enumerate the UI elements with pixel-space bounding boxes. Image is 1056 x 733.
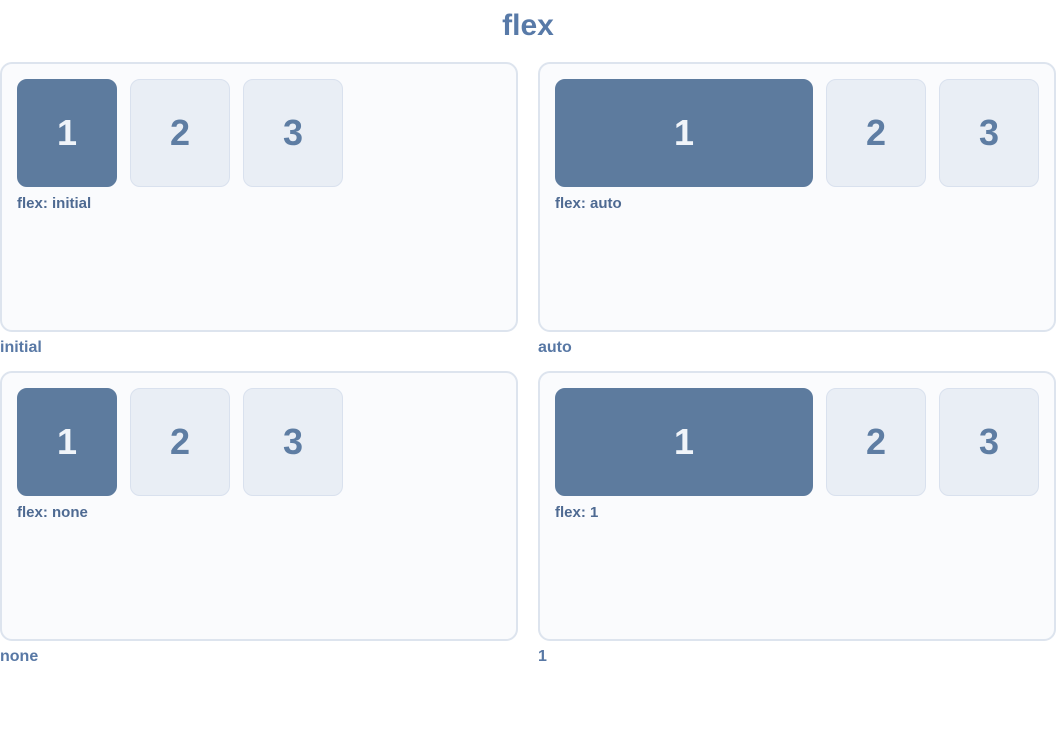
flex-item-3: 3 — [939, 388, 1039, 496]
flex-item-2: 2 — [826, 79, 926, 187]
flex-item-1: 1 — [17, 388, 117, 496]
flex-item-2: 2 — [826, 388, 926, 496]
demo-panel-none: 1 2 3 flex: none — [0, 371, 518, 641]
flex-item-1: 1 — [555, 388, 813, 496]
flex-demo-none: 1 2 3 flex: none none — [0, 371, 518, 680]
flex-value-label: flex: none — [17, 504, 88, 521]
flex-demo-auto: 1 2 3 flex: auto auto — [538, 62, 1056, 371]
flex-item-1: 1 — [555, 79, 813, 187]
panel-caption-auto: auto — [538, 339, 572, 356]
demo-grid: 1 2 3 flex: initial initial 1 2 3 flex: … — [0, 62, 1056, 680]
flex-item-2: 2 — [130, 388, 230, 496]
panel-caption-none: none — [0, 648, 39, 665]
flex-item-3: 3 — [243, 79, 343, 187]
flex-item-1: 1 — [17, 79, 117, 187]
panel-caption-1: 1 — [538, 648, 547, 665]
flex-container: 1 2 3 — [555, 388, 1039, 496]
flex-demo-1: 1 2 3 flex: 1 1 — [538, 371, 1056, 680]
flex-item-2: 2 — [130, 79, 230, 187]
flex-container: 1 2 3 — [17, 388, 501, 496]
panel-caption-initial: initial — [0, 339, 42, 356]
flex-item-3: 3 — [243, 388, 343, 496]
flex-container: 1 2 3 — [555, 79, 1039, 187]
flex-item-3: 3 — [939, 79, 1039, 187]
demo-panel-auto: 1 2 3 flex: auto — [538, 62, 1056, 332]
demo-panel-initial: 1 2 3 flex: initial — [0, 62, 518, 332]
flex-value-label: flex: initial — [17, 195, 92, 212]
flex-value-label: flex: auto — [555, 195, 622, 212]
demo-panel-1: 1 2 3 flex: 1 — [538, 371, 1056, 641]
flex-container: 1 2 3 — [17, 79, 501, 187]
flex-value-label: flex: 1 — [555, 504, 599, 521]
page-title: flex — [502, 9, 554, 42]
flex-demo-initial: 1 2 3 flex: initial initial — [0, 62, 518, 371]
